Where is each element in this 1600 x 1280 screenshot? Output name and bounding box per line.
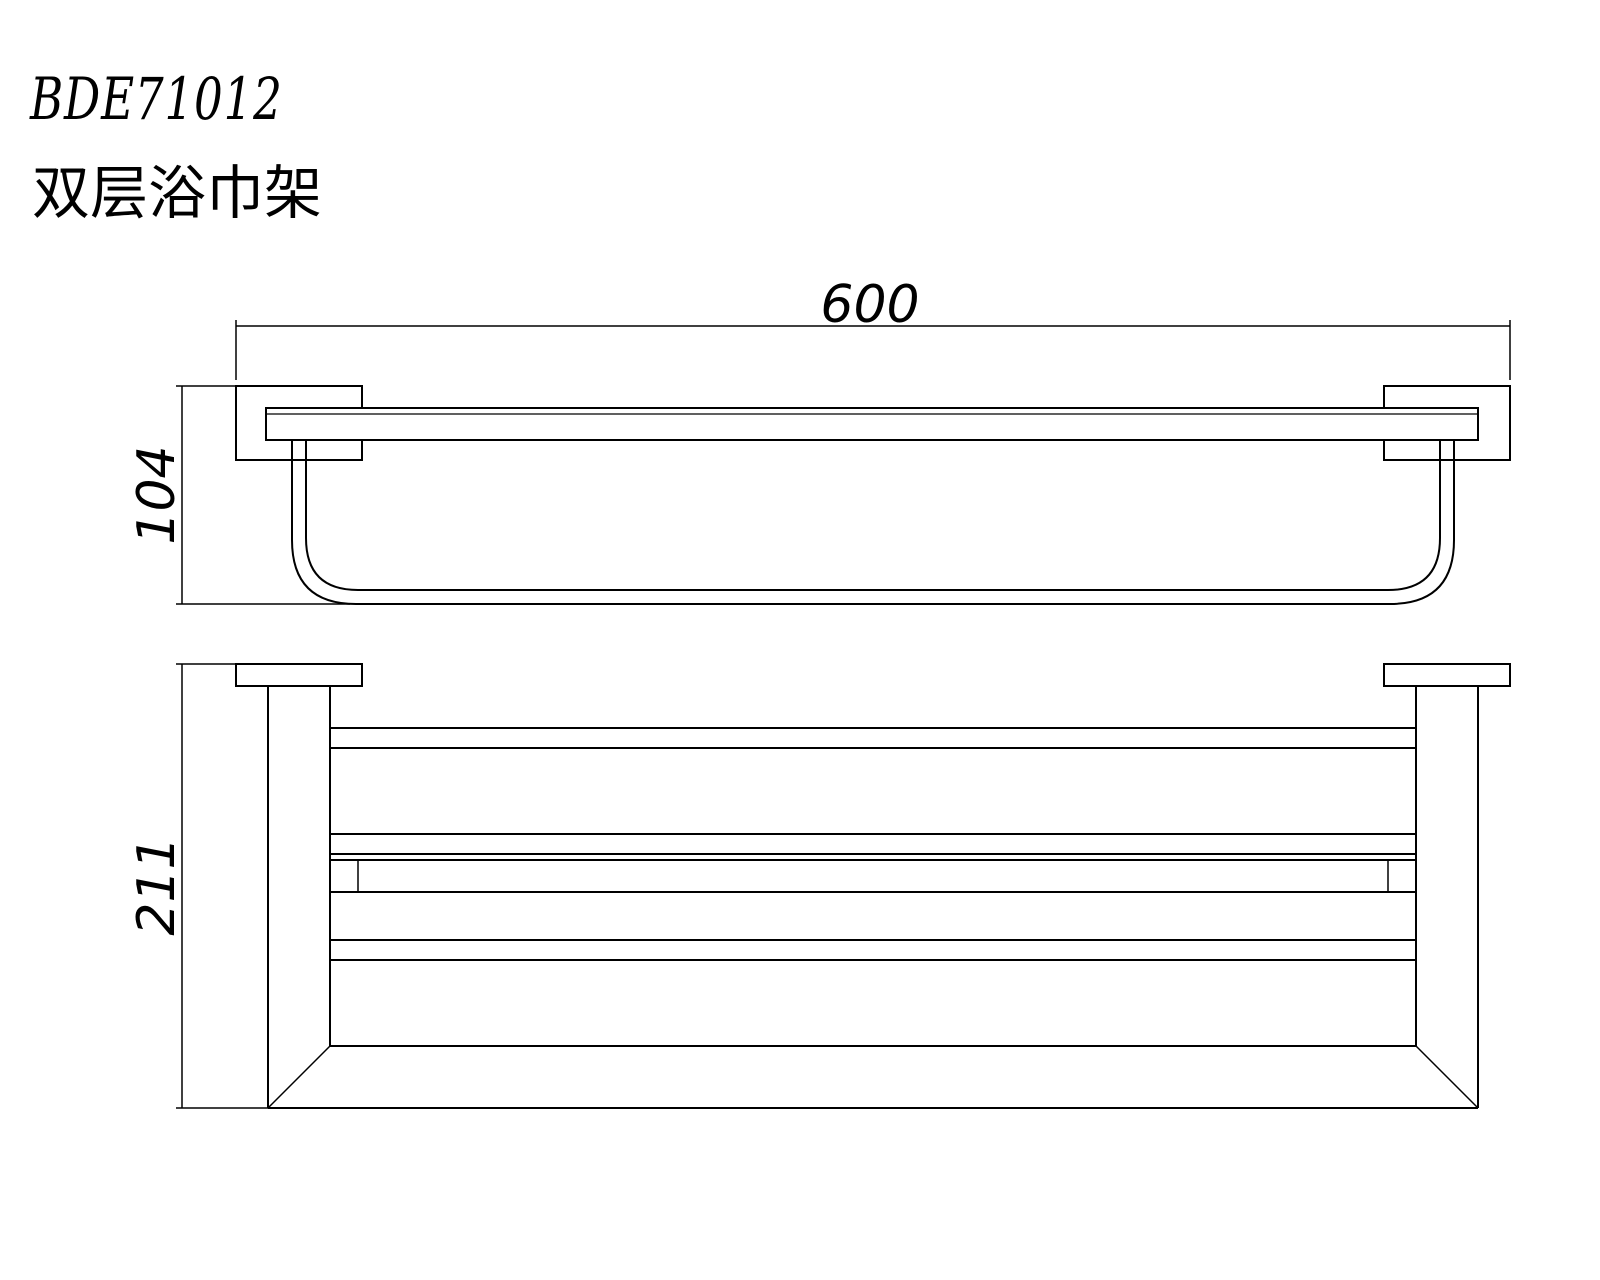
bottom-frame xyxy=(268,1045,1478,1109)
towel-bar-top xyxy=(291,440,1455,605)
depth-dimension-label: 104 xyxy=(127,445,187,544)
top-view: 600 104 xyxy=(127,275,1511,605)
middle-bar xyxy=(330,859,1416,893)
upper-rail xyxy=(330,727,1416,749)
width-dimension: 600 xyxy=(235,275,1511,380)
model-code: BDE71012 xyxy=(30,65,283,133)
right-wall-plate xyxy=(1383,663,1511,687)
height-dimension-label: 211 xyxy=(127,836,187,935)
right-side-bracket xyxy=(1415,686,1479,1109)
middle-rail xyxy=(330,833,1416,855)
left-side-bracket xyxy=(267,686,331,1109)
front-view: 211 xyxy=(127,663,1511,1109)
left-wall-plate xyxy=(235,663,363,687)
depth-dimension: 104 xyxy=(127,385,350,605)
height-dimension: 211 xyxy=(127,663,268,1109)
shelf-bar-top xyxy=(265,407,1479,441)
product-name: 双层浴巾架 xyxy=(32,159,323,227)
lower-rail xyxy=(330,939,1416,961)
width-dimension-label: 600 xyxy=(820,275,919,335)
